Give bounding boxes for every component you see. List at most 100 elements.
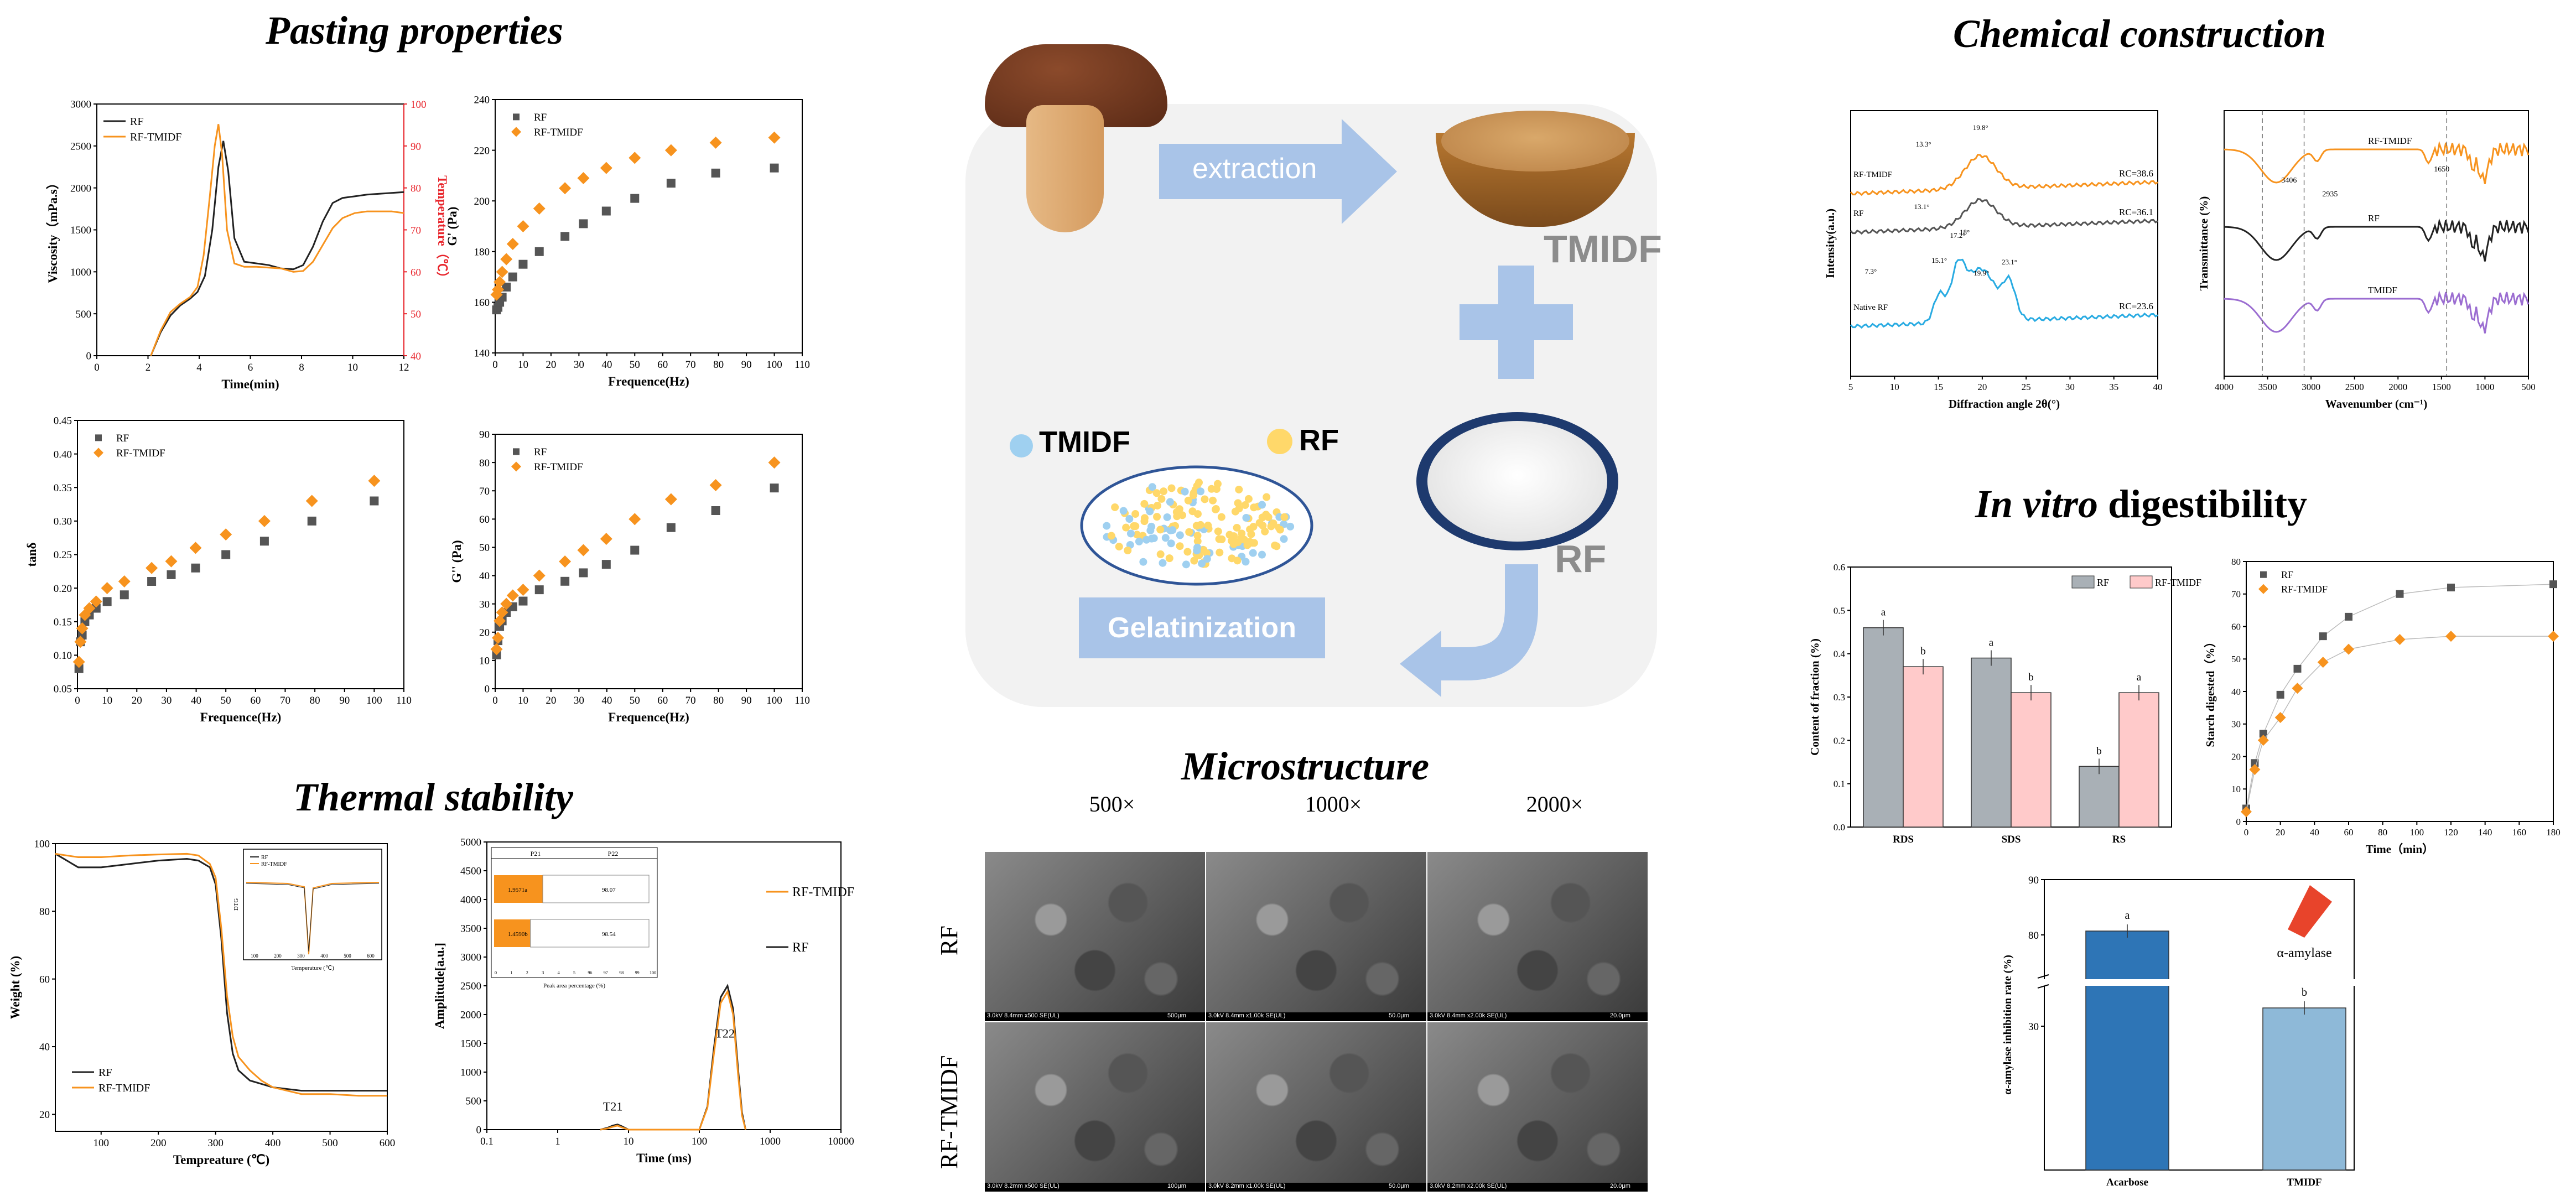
sem-caption: 3.0kV 8.4mm x1.00k SE(UL) (1208, 1012, 1286, 1019)
mixture-particle (1229, 540, 1238, 548)
legend-rf-label: RF (1299, 424, 1339, 457)
section-title-vitro-rest: digestibility (2108, 482, 2308, 526)
plus-sign (1460, 266, 1573, 379)
inhibition-axis-break (2039, 979, 2360, 986)
digested-xtick-label: 120 (2444, 827, 2458, 838)
tand-point-RF-TMIDF (220, 528, 232, 541)
sem-scale: 50.0μm (1389, 1183, 1409, 1189)
lfnmr-inset-bar-rest (530, 919, 650, 948)
mixture-particle (1126, 529, 1135, 538)
gprime-point-RF (502, 282, 511, 292)
digested-point-RF (2345, 612, 2352, 621)
gprime-xtick-label: 70 (685, 359, 696, 371)
mixture-particle (1280, 520, 1288, 528)
gprime-legend-label: RF (534, 112, 547, 123)
ftir-series-label: TMIDF (2368, 285, 2397, 295)
tand-xtick-label: 70 (280, 695, 290, 706)
mixture-particle (1146, 507, 1154, 516)
digested-xlabel: Time（min） (2366, 843, 2434, 856)
gprime-point-RF-TMIDF (709, 136, 722, 149)
gdouble-xtick-label: 100 (766, 695, 782, 706)
mixture-particle (1207, 485, 1216, 493)
gprime-ytick-label: 220 (474, 145, 490, 157)
viscosity-y2tick-label: 90 (411, 141, 421, 153)
gdouble-xtick-label: 80 (713, 695, 724, 706)
gdouble-point-RF-TMIDF (490, 643, 503, 656)
tand-point-RF-TMIDF (258, 514, 271, 527)
gdouble-point-RF-TMIDF (492, 632, 505, 644)
tand-point-RF (191, 563, 200, 573)
tand-xtick-label: 60 (250, 695, 261, 706)
xrd-peak-label: 13.3° (1916, 140, 1931, 148)
gprime-ytick-label: 140 (474, 348, 490, 360)
mixture-particle (1140, 517, 1149, 526)
gprime-legend-marker (511, 127, 521, 137)
xrd-xtick-label: 20 (1977, 382, 1987, 392)
lfnmr-inset-xtick-label: 97 (604, 970, 608, 975)
sem-column-header: 500× (1089, 792, 1135, 817)
gprime-xtick-label: 20 (546, 359, 556, 371)
gdouble-xtick-label: 70 (685, 695, 696, 706)
mixture-particle (1142, 535, 1151, 544)
fractions-legend-swatch (2130, 575, 2153, 589)
viscosity-y2tick-label: 100 (411, 99, 427, 111)
tand-frame (77, 420, 404, 689)
ftir-xlabel: Wavenumber (cm⁻¹) (2325, 397, 2427, 410)
rf-label: RF (1555, 537, 1607, 580)
mixture-particle (1146, 526, 1155, 534)
xrd-peak-label: 17.2° (1950, 231, 1965, 240)
tga-ytick-label: 100 (34, 839, 50, 850)
ftir-xtick-label: 3000 (2302, 382, 2320, 392)
lfnmr-legend-label: RF-TMIDF (792, 885, 854, 900)
mixture-particle (1280, 535, 1288, 543)
tga-xtick-label: 400 (265, 1137, 281, 1149)
mixture-particle (1167, 484, 1176, 492)
digested-ytick-label: 60 (2231, 621, 2241, 632)
section-title-chemical: Chemical construction (1953, 12, 2326, 56)
gdouble-point-RF-TMIDF (496, 606, 508, 618)
xrd-frame (1850, 110, 2158, 377)
tand-point-RF (307, 516, 316, 526)
gdouble-point-RF (560, 576, 570, 586)
gdouble-point-RF-TMIDF (533, 569, 546, 582)
sem-caption: 3.0kV 8.2mm x1.00k SE(UL) (1208, 1183, 1286, 1189)
lfnmr-ytick-label: 2500 (460, 981, 481, 992)
digested-legend-marker (2260, 571, 2267, 578)
gdouble-frame (495, 434, 803, 689)
sem-scale: 20.0μm (1610, 1012, 1630, 1019)
ftir-xtick-label: 1000 (2475, 382, 2494, 392)
viscosity-xtick-label: 12 (399, 362, 409, 373)
mixture-particle (1214, 527, 1222, 535)
viscosity-xtick-label: 6 (248, 362, 253, 373)
tand-xtick-label: 90 (339, 695, 350, 706)
gprime-ytick-label: 180 (474, 246, 490, 258)
sem-scale: 50.0μm (1389, 1012, 1409, 1019)
mixture-particle (1107, 532, 1115, 540)
viscosity-line-RF-TMIDF (150, 124, 404, 356)
viscosity-line-RF (150, 141, 404, 356)
viscosity-y2tick-label: 80 (411, 183, 421, 195)
mixture-particle (1201, 495, 1209, 503)
mixture-particle (1135, 537, 1143, 545)
digested-point-RF (2549, 580, 2557, 589)
gprime-point-RF (711, 168, 720, 178)
mixture-particle (1175, 505, 1183, 513)
digested-ytick-label: 20 (2231, 751, 2241, 762)
tga-ylabel: Weight (%) (8, 956, 22, 1019)
lfnmr-inset-bar-rest (542, 875, 650, 903)
gdouble-point-RF-TMIDF (709, 479, 722, 491)
mixture-particle (1249, 549, 1257, 557)
mixture-particle (1215, 535, 1223, 543)
xrd-line-Native RF (1850, 258, 2158, 329)
ftir-series-label: RF (2368, 213, 2380, 223)
tmidf-powder-bowl (1436, 100, 1635, 232)
lfnmr-ytick-label: 0 (476, 1125, 482, 1136)
mixture-particle (1194, 479, 1203, 487)
viscosity-legend-label: RF (130, 116, 143, 128)
digested-line-RF (2246, 584, 2554, 809)
digested-xtick-label: 160 (2512, 827, 2527, 838)
gprime-point-RF (508, 272, 517, 282)
inhibition-break-mark (2037, 984, 2049, 989)
tand-xtick-label: 100 (366, 695, 382, 706)
